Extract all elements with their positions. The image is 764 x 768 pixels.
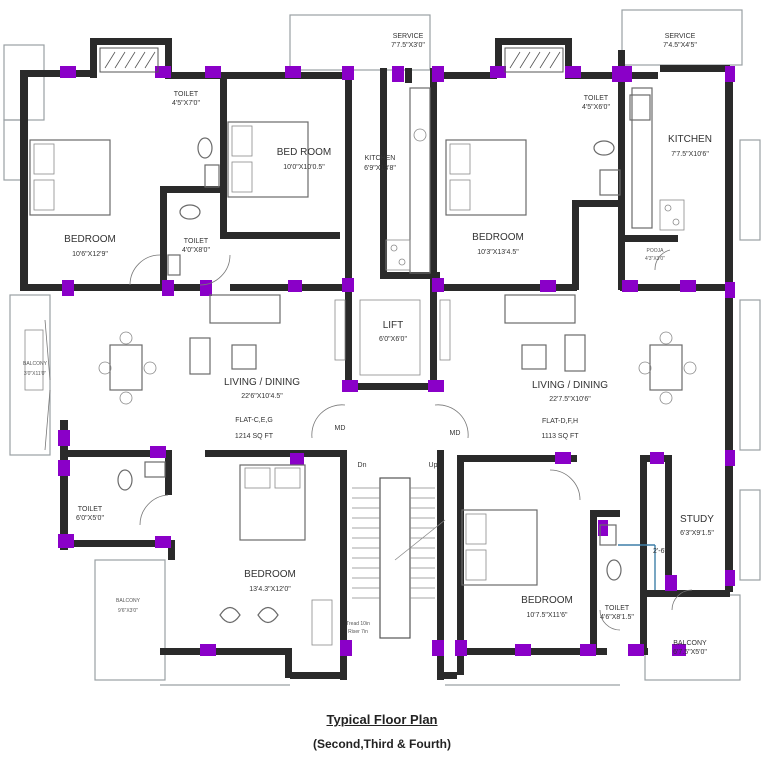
- balcony-left-bottom-size: 9'6"X3'0": [118, 608, 138, 614]
- service-right-name: SERVICE: [665, 33, 696, 40]
- lift-name: LIFT: [383, 320, 404, 331]
- stair-note-1: Tread 10in: [346, 621, 370, 627]
- balcony-right-name: BALCONY: [673, 640, 707, 647]
- bedroom-1-name: BEDROOM: [64, 234, 116, 245]
- service-left-size: 7'7.5"X3'0": [391, 42, 425, 49]
- study-size: 6'3"X9'1.5": [680, 530, 714, 537]
- md-right-label: MD: [450, 430, 461, 437]
- lift-size: 6'0"X6'0": [379, 336, 407, 343]
- toilet-5-size: 4'6"X8'1.5": [600, 614, 634, 621]
- furniture: [24, 87, 697, 646]
- kitchen-left-size: 6'9"X13'8": [364, 165, 396, 172]
- toilet-2-size: 4'0"X8'0": [182, 247, 210, 254]
- balcony-left-top-size: 3'0"X11'0": [24, 371, 47, 377]
- kitchen-right-size: 7'7.5"X10'6": [671, 151, 709, 158]
- plan-subtitle: (Second,Third & Fourth): [313, 737, 451, 751]
- stair-dn-label: Dn: [358, 462, 367, 469]
- flat-left-area: 1214 SQ FT: [235, 433, 274, 440]
- balcony-left-top-name: BALCONY: [23, 361, 48, 367]
- stair-note-2: Riser 7in: [348, 629, 368, 635]
- balcony-left-bottom-name: BALCONY: [116, 598, 141, 604]
- bedroom-4-name: BEDROOM: [244, 569, 296, 580]
- study-name: STUDY: [680, 514, 714, 525]
- toilet-5-name: TOILET: [605, 605, 630, 612]
- toilet-1-size: 4'5"X7'0": [172, 100, 200, 107]
- service-left-name: SERVICE: [393, 33, 424, 40]
- study-opening-dimension: 2'-6": [653, 548, 667, 555]
- bedroom-2-name: BED ROOM: [277, 147, 331, 158]
- flat-right-name: FLAT-D,F,H: [542, 418, 578, 425]
- flat-left-name: FLAT-C,E,G: [235, 417, 273, 424]
- bedroom-5-name: BEDROOM: [521, 595, 573, 606]
- living-right-name: LIVING / DINING: [532, 380, 608, 391]
- bedroom-3-size: 10'3"X13'4.5": [477, 249, 519, 256]
- windows: [99, 47, 564, 73]
- toilet-3-size: 4'5"X6'0": [582, 104, 610, 111]
- md-left-label: MD: [335, 425, 346, 432]
- walls: [20, 38, 733, 680]
- toilet-3-name: TOILET: [584, 95, 609, 102]
- bedroom-1-size: 10'6"X12'9": [72, 251, 108, 258]
- toilet-4-name: TOILET: [78, 506, 103, 513]
- kitchen-left-name: KITCHEN: [365, 155, 396, 162]
- balcony-right-size: 6'7.5"X5'0": [673, 649, 707, 656]
- door-swings: [44, 249, 693, 631]
- stair-up-label: Up: [429, 462, 438, 469]
- service-right-size: 7'4.5"X4'5": [663, 42, 697, 49]
- living-left-size: 22'6"X10'4.5": [241, 393, 283, 400]
- pooja-name: POOJA: [647, 248, 665, 254]
- bedroom-5-size: 10'7.5"X11'6": [527, 612, 569, 619]
- bedroom-3-name: BEDROOM: [472, 232, 524, 243]
- staircase: [352, 477, 446, 639]
- living-left-name: LIVING / DINING: [224, 377, 300, 388]
- bedroom-2-size: 10'0"X10'0.5": [283, 164, 325, 171]
- pooja-size: 4'3"X3'0": [645, 256, 665, 262]
- bedroom-4-size: 13'4.3"X12'0": [249, 586, 291, 593]
- structural-columns: [58, 66, 735, 656]
- study-opening: [618, 544, 656, 590]
- kitchen-right-name: KITCHEN: [668, 134, 712, 145]
- plan-title: Typical Floor Plan: [326, 712, 438, 727]
- toilet-2-name: TOILET: [184, 238, 209, 245]
- room-labels: SERVICE 7'7.5"X3'0" SERVICE 7'4.5"X4'5" …: [23, 33, 714, 656]
- living-right-size: 22'7.5"X10'6": [549, 396, 591, 403]
- toilet-4-size: 6'0"X5'0": [76, 515, 104, 522]
- flat-right-area: 1113 SQ FT: [541, 433, 579, 440]
- toilet-1-name: TOILET: [174, 91, 199, 98]
